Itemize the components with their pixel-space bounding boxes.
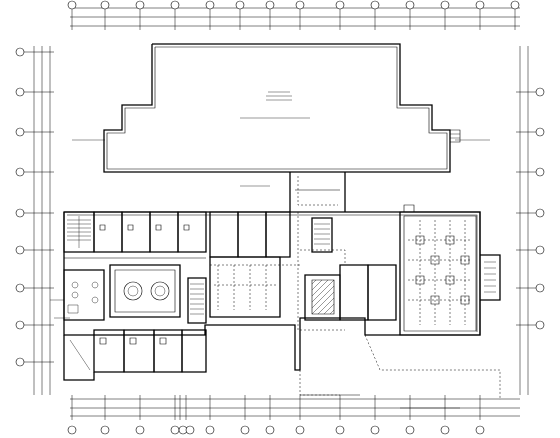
right-big-room — [400, 205, 500, 335]
connector — [290, 172, 345, 212]
middle-rooms — [210, 212, 396, 330]
axis-bubbles-top — [67, 0, 520, 10]
axis-bubbles-left — [15, 47, 25, 367]
axis-bubbles-right — [535, 87, 545, 330]
left-wing-rooms — [50, 212, 206, 380]
upper-hall — [72, 44, 490, 186]
axis-bubbles-bottom — [67, 425, 485, 435]
external-routing — [300, 335, 500, 400]
